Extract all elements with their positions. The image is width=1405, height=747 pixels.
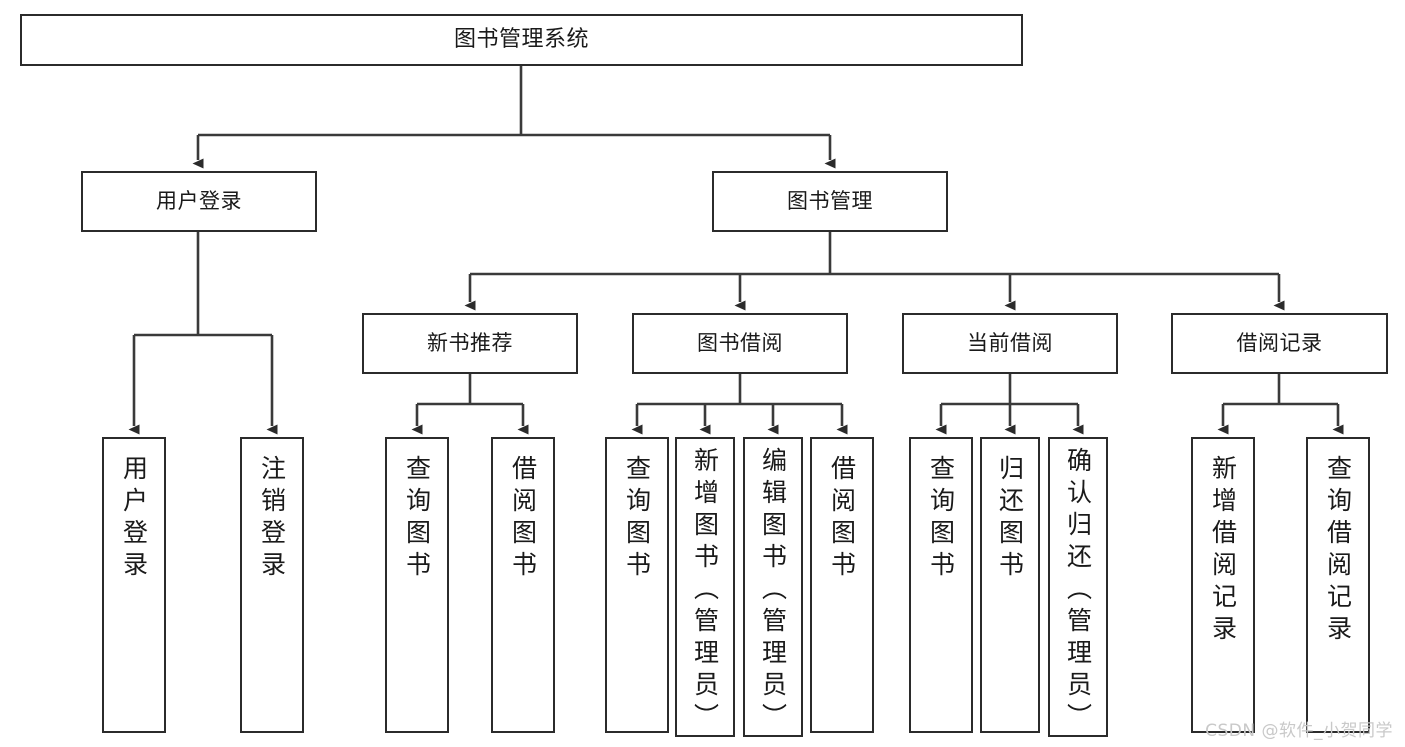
node-root-book-management-system[interactable]: 图书管理系统 — [20, 14, 1023, 66]
node-label: 注销登录 — [257, 455, 287, 583]
node-user-login[interactable]: 用户登录 — [81, 171, 317, 232]
node-leaf-record-add[interactable]: 新增借阅记录 — [1191, 437, 1255, 733]
node-label: 用户登录 — [119, 455, 149, 583]
node-leaf-cur-query[interactable]: 查询图书 — [909, 437, 973, 733]
node-leaf-cur-confirm[interactable]: 确认归还（管理员） — [1048, 437, 1108, 737]
node-label: 归还图书 — [995, 455, 1025, 583]
node-leaf-borrow-query[interactable]: 查询图书 — [605, 437, 669, 733]
node-label: 查询图书 — [402, 455, 432, 583]
node-label: 用户登录 — [156, 188, 242, 213]
node-borrow-record[interactable]: 借阅记录 — [1171, 313, 1388, 374]
node-label: 编辑图书（管理员） — [758, 447, 788, 735]
node-current-borrow[interactable]: 当前借阅 — [902, 313, 1118, 374]
node-leaf-user-login[interactable]: 用户登录 — [102, 437, 166, 733]
node-label: 查询图书 — [926, 455, 956, 583]
node-label: 新书推荐 — [427, 330, 513, 355]
node-label: 图书管理 — [787, 188, 873, 213]
node-label: 查询图书 — [622, 455, 652, 583]
node-label: 借阅图书 — [508, 455, 538, 583]
node-book-manage[interactable]: 图书管理 — [712, 171, 948, 232]
node-leaf-record-search[interactable]: 查询借阅记录 — [1306, 437, 1370, 733]
node-label: 新增借阅记录 — [1208, 455, 1238, 647]
node-leaf-cur-return[interactable]: 归还图书 — [980, 437, 1040, 733]
node-leaf-borrow-add[interactable]: 新增图书（管理员） — [675, 437, 735, 737]
node-leaf-rec-query[interactable]: 查询图书 — [385, 437, 449, 733]
node-label: 当前借阅 — [967, 330, 1053, 355]
node-leaf-rec-borrow[interactable]: 借阅图书 — [491, 437, 555, 733]
node-label: 借阅记录 — [1236, 330, 1323, 355]
node-leaf-borrow-edit[interactable]: 编辑图书（管理员） — [743, 437, 803, 737]
node-label: 查询借阅记录 — [1323, 455, 1353, 647]
node-new-book-rec[interactable]: 新书推荐 — [362, 313, 578, 374]
node-label: 图书借阅 — [697, 330, 783, 355]
node-book-borrow[interactable]: 图书借阅 — [632, 313, 848, 374]
node-label: 新增图书（管理员） — [690, 447, 720, 735]
node-label: 借阅图书 — [827, 455, 857, 583]
node-label: 图书管理系统 — [453, 26, 589, 52]
node-leaf-user-logout[interactable]: 注销登录 — [240, 437, 304, 733]
node-label: 确认归还（管理员） — [1063, 447, 1093, 735]
csdn-watermark: CSDN @软件_小贺同学 — [1205, 721, 1393, 741]
node-leaf-borrow-do[interactable]: 借阅图书 — [810, 437, 874, 733]
